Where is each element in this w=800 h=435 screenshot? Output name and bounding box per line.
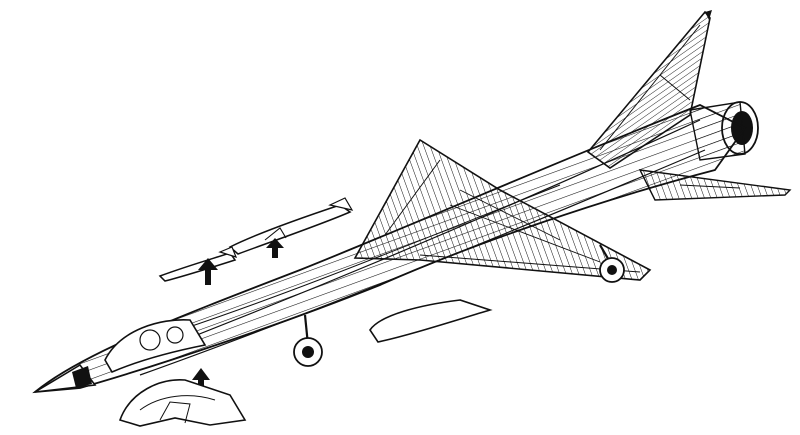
nose-landing-gear bbox=[293, 314, 323, 367]
detached-canopy bbox=[118, 379, 247, 427]
up-arrows bbox=[192, 238, 284, 392]
missile-lower bbox=[158, 246, 238, 282]
ventral-fuel-tank bbox=[369, 299, 493, 343]
missile-upper bbox=[228, 197, 354, 255]
main-landing-gear bbox=[599, 244, 625, 283]
cockpit-canopy bbox=[104, 319, 207, 374]
nose-cone bbox=[34, 363, 97, 393]
